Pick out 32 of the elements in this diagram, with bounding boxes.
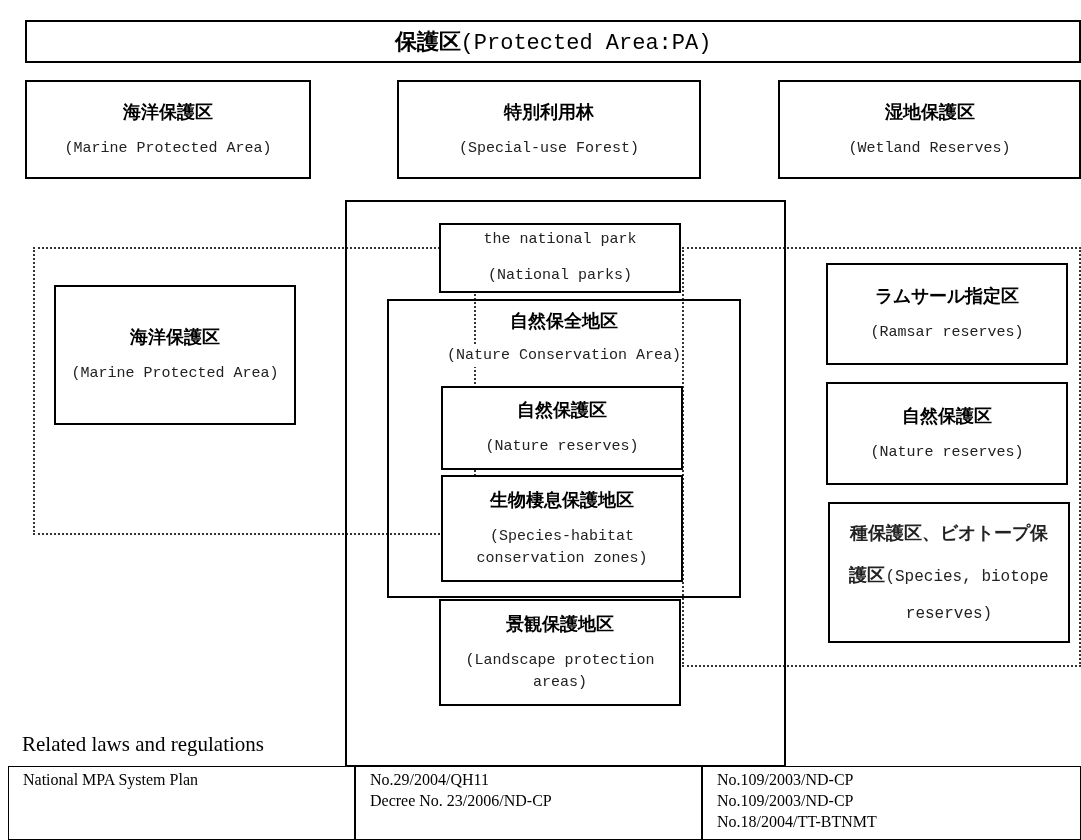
law-reference: National MPA System Plan <box>23 770 199 791</box>
law-reference: No.109/2003/ND-CP <box>717 770 855 790</box>
box-heading: 生物棲息保護地区 <box>490 487 634 512</box>
dotted-region <box>682 247 1081 667</box>
box-heading: 特別利用林 <box>504 99 594 124</box>
category-box <box>25 80 311 179</box>
box-heading: 景観保護地区 <box>506 611 614 636</box>
category-box <box>826 382 1068 485</box>
box-heading: 湿地保護区 <box>884 99 975 124</box>
category-box <box>54 285 296 425</box>
empty-box <box>345 200 786 767</box>
box-subtitle: (Nature Conservation Area) <box>446 345 681 367</box>
title-banner <box>25 20 1081 63</box>
table-title: Related laws and regulations <box>22 732 264 757</box>
title-text: 保護区(Protected Area:PA) <box>394 27 712 57</box>
category-box <box>397 80 701 179</box>
category-box <box>439 223 681 293</box>
category-box <box>826 263 1068 365</box>
box-heading: 自然保全地区 <box>510 309 618 333</box>
law-reference: No.29/2004/QH11 <box>370 770 490 790</box>
law-reference: Decree No. 23/2006/ND-CP <box>370 790 553 811</box>
category-box <box>778 80 1081 179</box>
box-heading: 海洋保護区 <box>123 99 213 124</box>
group-box <box>387 299 741 598</box>
category-box <box>828 502 1070 643</box>
category-box <box>441 386 683 470</box>
category-box <box>441 475 683 582</box>
law-reference: No.109/2003/ND-CP <box>717 790 855 811</box>
category-box <box>439 599 681 706</box>
box-heading: 自然保護区 <box>902 403 992 428</box>
law-reference: No.18/2004/TT-BTNMT <box>717 811 878 832</box>
box-heading: 自然保護区 <box>517 398 607 423</box>
